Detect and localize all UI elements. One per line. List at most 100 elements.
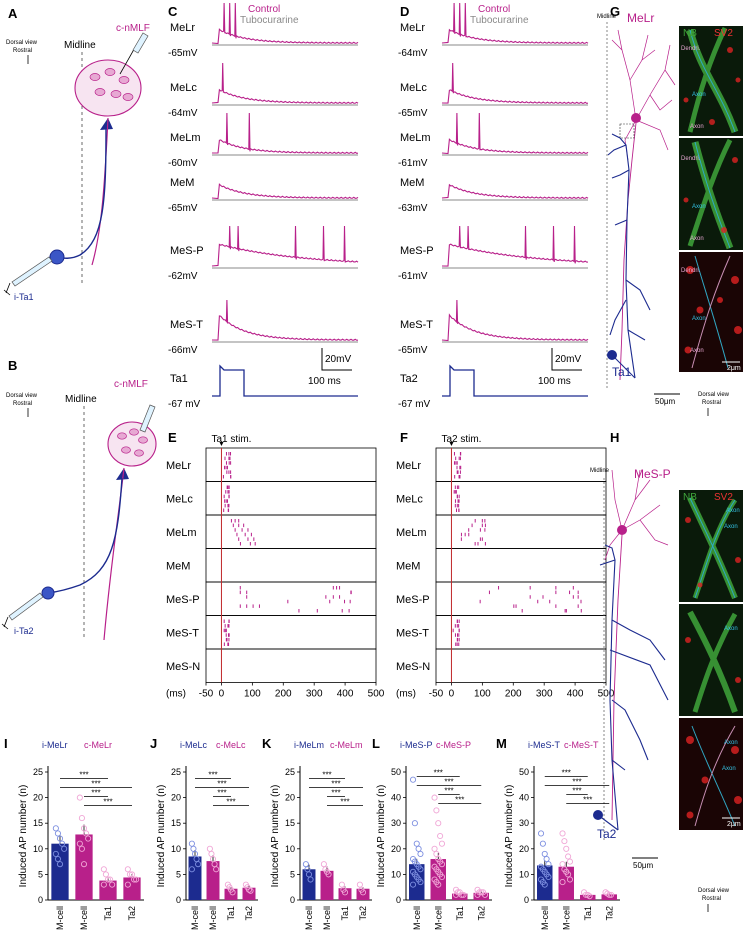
schematic-a: Dorsal view Rostral Midline c-nMLF i-Ta1 — [3, 23, 150, 302]
data-point — [545, 861, 552, 868]
sig-stars: *** — [91, 779, 100, 788]
scale-bar — [321, 348, 352, 371]
i-ta1-label: i-Ta1 — [14, 292, 34, 302]
y-axis-label: Induced AP number (n) — [270, 785, 281, 888]
data-point — [61, 845, 68, 852]
data-point — [452, 891, 460, 898]
trace-cell-label: MeS-T — [400, 319, 433, 331]
control-legend: Control — [248, 4, 280, 15]
sig-stars: *** — [217, 788, 226, 797]
category-label: M-cell — [208, 906, 218, 930]
data-point — [566, 858, 574, 865]
scale-bar-ms: 100 ms — [308, 376, 341, 387]
mes-p-dendrites — [604, 469, 669, 561]
bar — [558, 866, 574, 900]
resting-potential-label: -60mV — [168, 158, 198, 169]
y-tick-label: 40 — [519, 793, 529, 803]
ta1-axon — [607, 133, 651, 379]
control-trace — [211, 112, 359, 154]
data-point — [59, 840, 66, 847]
data-point — [56, 861, 64, 868]
raster-row-label: MeS-N — [396, 661, 430, 673]
sig-stars: *** — [455, 795, 464, 804]
data-point — [52, 850, 59, 857]
bar — [302, 869, 316, 900]
x-tick-label: 500 — [598, 689, 615, 700]
raster-row-label: MeLc — [396, 493, 423, 505]
y-tick-label: 5 — [176, 869, 181, 879]
raster-row-label: MeM — [396, 560, 420, 572]
category-label: Ta2 — [358, 906, 368, 921]
resting-potential-label: -65mV — [398, 345, 428, 356]
control-trace — [441, 112, 589, 155]
data-point — [325, 871, 332, 878]
data-point — [545, 873, 552, 881]
electrode-icon — [11, 256, 53, 287]
y-tick-label: 0 — [396, 895, 401, 905]
category-label: Ta2 — [127, 906, 137, 921]
x-tick-label: 100 — [474, 689, 491, 700]
raster-row-label: MeS-P — [166, 594, 200, 606]
y-tick-label: 25 — [171, 767, 181, 777]
rostral-label: Rostral — [13, 401, 32, 407]
schematic-b: Dorsal view Rostral Midline c-nMLF i-Ta2 — [1, 379, 157, 641]
traces-panel-c: ControlTubocurarineMeLr-65mVMeLc-64mVMeL… — [168, 2, 359, 410]
y-tick-label: 15 — [285, 818, 295, 828]
dorsal-view-label: Dorsal view — [698, 888, 730, 894]
panel-label-J: J — [150, 736, 157, 751]
legend-ipsi: i-MeS-P — [400, 740, 433, 750]
raster-row — [435, 447, 607, 482]
bar — [123, 877, 141, 900]
resting-potential-label: -67 mV — [168, 399, 201, 410]
data-point — [307, 876, 314, 883]
panel-label-F: F — [400, 430, 408, 445]
y-tick-label: 20 — [171, 793, 181, 803]
category-label: Ta2 — [244, 906, 254, 921]
raster-row-label: MeLc — [166, 493, 193, 505]
y-tick-label: 10 — [285, 844, 295, 854]
trace-cell-label: MeM — [170, 177, 194, 189]
melr-title: MeLr — [627, 11, 654, 25]
legend-ipsi: i-MeLr — [42, 740, 68, 750]
trace-cell-label: MeS-P — [400, 245, 434, 257]
synapse-icon — [100, 118, 113, 130]
sig-stars: *** — [208, 770, 217, 779]
category-label: Ta1 — [583, 906, 593, 921]
data-point — [566, 876, 574, 883]
data-point — [541, 881, 548, 888]
panel-label-M: M — [496, 736, 507, 751]
data-point — [413, 840, 420, 847]
y-axis-label: Induced AP number (n) — [18, 785, 29, 888]
data-point — [80, 825, 88, 832]
data-point — [537, 830, 545, 837]
axon-label: Axon — [692, 204, 706, 210]
rostral-label: Rostral — [702, 896, 721, 902]
trace-cell-label: Ta2 — [400, 373, 418, 385]
bar — [188, 856, 202, 900]
nmlf-nucleus — [107, 421, 157, 467]
data-point — [606, 891, 613, 898]
y-axis-label: Induced AP number (n) — [504, 785, 515, 888]
x-unit-label: (ms) — [396, 689, 416, 700]
scale-50um-label: 50μm — [633, 861, 654, 870]
data-point — [563, 845, 570, 852]
axon-label: Axon — [722, 766, 736, 772]
raster-row — [435, 514, 607, 549]
data-point — [229, 889, 236, 896]
data-point — [608, 891, 615, 898]
x-tick-label: 300 — [536, 689, 553, 700]
x-tick-label: 0 — [449, 689, 455, 700]
resting-potential-label: -64mV — [398, 48, 428, 59]
raster-panel-e: Ta1 stim.MeLrMeLcMeLmMeMMeS-PMeS-TMeS-N(… — [166, 434, 385, 700]
axon-label: Axon — [726, 508, 740, 514]
data-point — [431, 845, 438, 852]
mes-p-title: MeS-P — [634, 467, 671, 481]
sig-stars: *** — [226, 797, 235, 806]
sig-stars: *** — [583, 795, 592, 804]
raster-row — [205, 615, 377, 650]
bar — [242, 887, 256, 900]
stim-label: Ta2 stim. — [441, 434, 481, 445]
data-point — [435, 820, 442, 827]
